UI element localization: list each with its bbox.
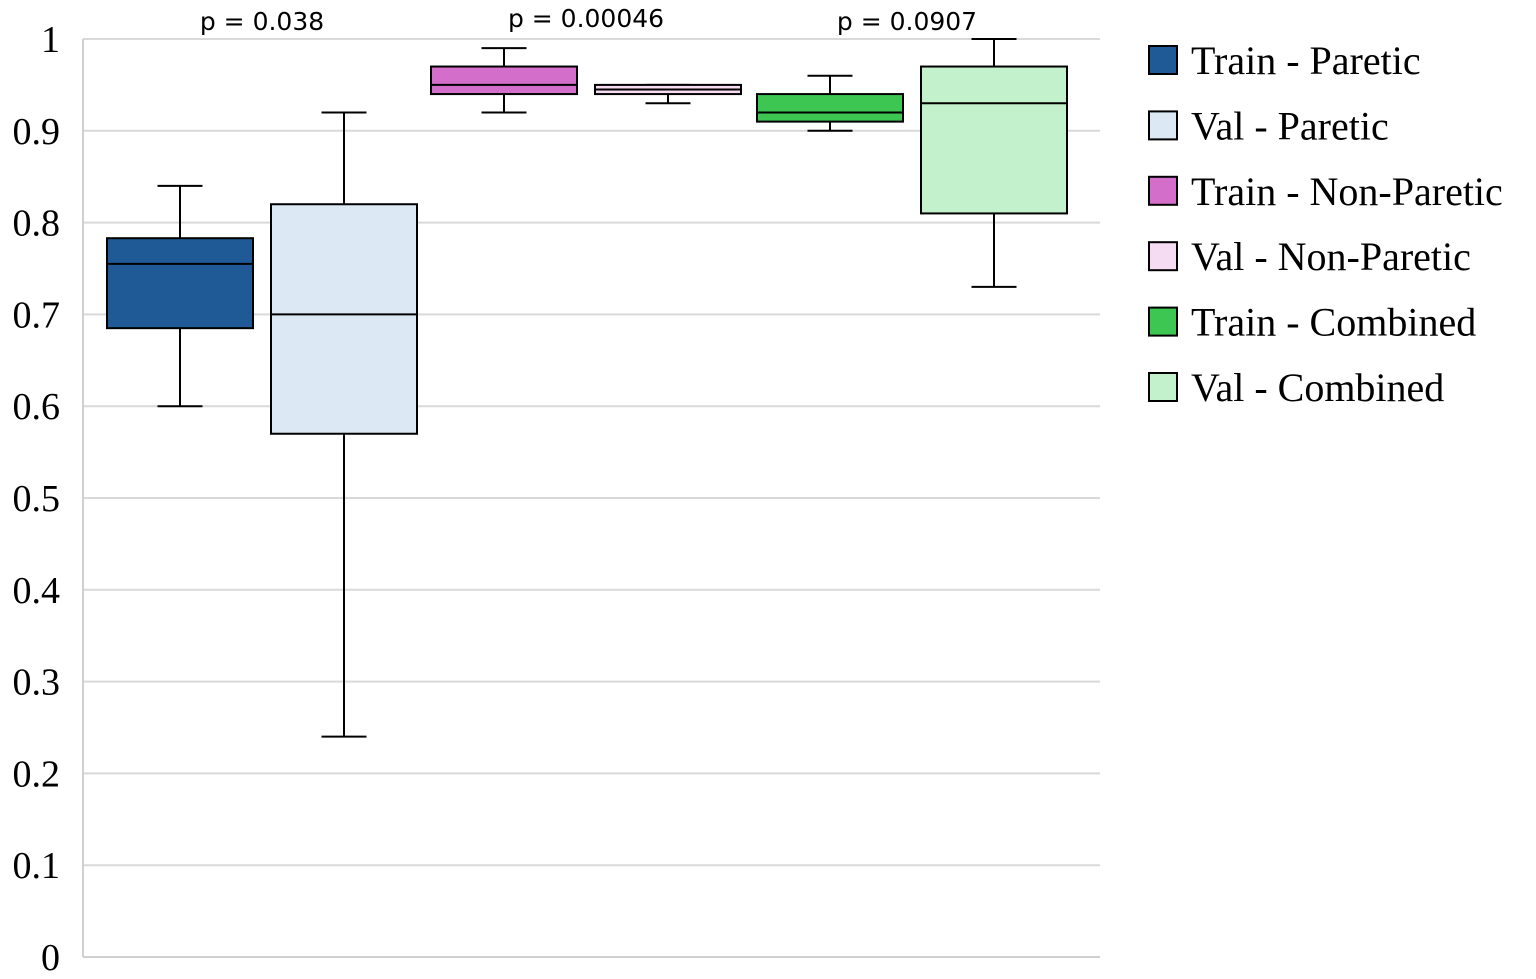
legend-item: Train - Combined [1148, 300, 1476, 345]
box-body [106, 237, 254, 330]
y-tick-label: 0.3 [13, 662, 61, 704]
y-tick-label: 0.6 [13, 386, 61, 428]
legend-swatch [1148, 45, 1178, 75]
y-tick-label: 0.7 [13, 294, 61, 336]
legend-item: Val - Combined [1148, 365, 1444, 410]
box-body [920, 65, 1068, 215]
p-value-label: p = 0.0907 [837, 7, 977, 36]
y-tick-label: 0.8 [13, 203, 61, 245]
y-tick-label: 0.9 [13, 111, 61, 153]
legend-item: Val - Non-Paretic [1148, 234, 1471, 279]
box-val-non-paretic [594, 83, 742, 105]
y-axis: 0 0.1 0.2 0.3 0.4 0.5 0.6 0.7 0.8 0.9 1 [13, 19, 1100, 979]
y-tick-label: 0.5 [13, 478, 61, 520]
box-series [106, 38, 1068, 738]
p-value-label: p = 0.038 [200, 7, 324, 36]
legend-swatch [1148, 241, 1178, 272]
legend-label: Train - Non-Paretic [1191, 169, 1503, 214]
legend-swatch [1148, 110, 1178, 141]
legend-label: Val - Non-Paretic [1191, 234, 1471, 279]
legend-label: Val - Paretic [1191, 103, 1389, 148]
legend-item: Train - Paretic [1148, 38, 1421, 83]
y-tick-label: 0.2 [13, 753, 61, 795]
legend-item: Train - Non-Paretic [1148, 169, 1503, 214]
box-train-paretic [106, 184, 254, 408]
legend-label: Val - Combined [1191, 365, 1444, 410]
legend-label: Train - Combined [1191, 300, 1476, 345]
box-val-paretic [270, 111, 418, 738]
box-train-combined [756, 74, 904, 132]
legend-label: Train - Paretic [1191, 38, 1421, 83]
legend-swatch [1148, 372, 1178, 402]
legend-swatch [1148, 306, 1178, 337]
p-value-annotations: p = 0.038 p = 0.00046 p = 0.0907 [200, 4, 977, 36]
box-body [270, 203, 418, 435]
box-body [430, 65, 578, 96]
y-tick-label: 0 [41, 937, 60, 979]
p-value-label: p = 0.00046 [508, 4, 664, 33]
box-body [756, 93, 904, 123]
y-tick-label: 1 [41, 19, 60, 61]
y-tick-label: 0.4 [13, 570, 61, 612]
legend-swatch [1148, 175, 1178, 206]
box-val-combined [920, 38, 1068, 288]
y-tick-label: 0.1 [13, 845, 61, 887]
legend-item: Val - Paretic [1148, 103, 1389, 148]
box-train-non-paretic [430, 47, 578, 114]
